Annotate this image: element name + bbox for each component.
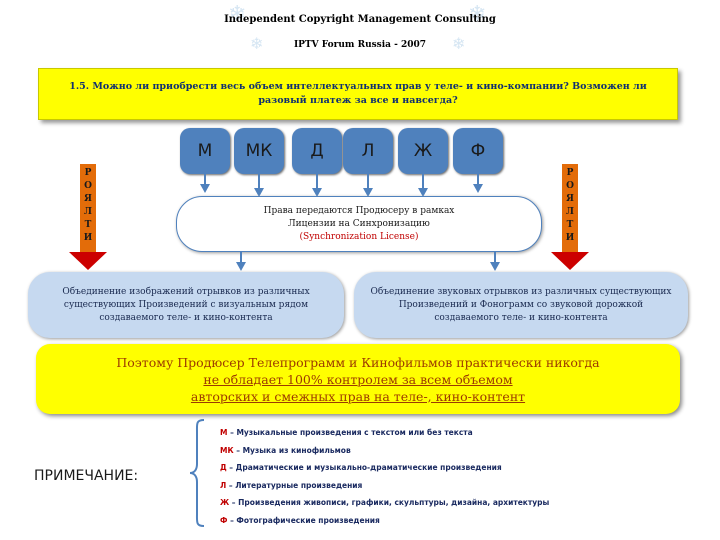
red-down-arrow-icon xyxy=(69,252,107,270)
category-box-d: Д xyxy=(292,128,342,174)
license-line: Права передаются Продюсеру в рамках xyxy=(263,205,455,216)
arrow-stem xyxy=(494,252,496,262)
legend-item: Ж – Произведения живописи, графики, скул… xyxy=(220,494,700,512)
down-arrow-icon xyxy=(363,188,373,197)
down-arrow-icon xyxy=(418,188,428,197)
question-box: 1.5. Можно ли приобрести весь объем инте… xyxy=(38,68,678,120)
category-box-zh: Ж xyxy=(398,128,448,174)
royalty-letter: Р xyxy=(566,168,574,178)
royalty-letter: Я xyxy=(566,194,574,204)
arrow-stem xyxy=(477,174,479,184)
category-box-f: Ф xyxy=(453,128,503,174)
legend-text: – Фотографические произведения xyxy=(227,515,380,525)
royalty-letter: Т xyxy=(566,220,574,230)
conclusion-line: Поэтому Продюсер Телепрограмм и Кинофиль… xyxy=(116,354,600,370)
arrow-stem xyxy=(204,174,206,184)
snowflake-decoration: ❄ xyxy=(228,2,247,27)
header-title: Independent Copyright Management Consult… xyxy=(224,14,496,25)
legend-text: – Драматические и музыкально-драматическ… xyxy=(226,463,502,472)
merge-sounds-box: Объединение звуковых отрывков из различн… xyxy=(354,272,688,338)
category-box-mk: МК xyxy=(234,128,284,174)
down-arrow-icon xyxy=(473,184,483,193)
down-arrow-icon xyxy=(312,188,322,197)
arrow-stem xyxy=(316,174,318,188)
down-arrow-icon xyxy=(200,184,210,193)
header-subtitle: IPTV Forum Russia - 2007 xyxy=(293,40,427,50)
conclusion-line: не обладает 100% контролем за всем объем… xyxy=(203,371,513,387)
legend-item: Ф – Фотографические произведения xyxy=(220,512,700,530)
legend-text: – Произведения живописи, графики, скульп… xyxy=(229,498,550,507)
down-arrow-icon xyxy=(236,262,246,271)
legend-key: Л xyxy=(220,480,227,490)
royalty-arrow-right: Р О Я Л Т И xyxy=(562,164,578,254)
license-box: Права передаются Продюсеру в рамках Лице… xyxy=(176,196,542,252)
royalty-letter: Л xyxy=(84,207,92,217)
conclusion-box: Поэтому Продюсер Телепрограмм и Кинофиль… xyxy=(36,344,680,414)
legend-item: Д – Драматические и музыкально-драматиче… xyxy=(220,459,700,477)
royalty-letter: О xyxy=(566,181,574,191)
legend-text: – Литературные произведения xyxy=(226,480,363,490)
down-arrow-icon xyxy=(490,262,500,271)
down-arrow-icon xyxy=(254,188,264,197)
category-box-l: Л xyxy=(343,128,393,174)
royalty-letter: О xyxy=(84,181,92,191)
curly-brace-icon xyxy=(189,419,205,527)
arrow-stem xyxy=(240,252,242,262)
royalty-letter: Я xyxy=(84,194,92,204)
legend-key: Ф xyxy=(220,515,228,525)
legend-key: Д xyxy=(220,463,227,472)
merge-images-box: Объединение изображений отрывков из разл… xyxy=(28,272,344,338)
legend-item: Л – Литературные произведения xyxy=(220,477,700,495)
legend-key: МК xyxy=(220,445,234,455)
legend-list: М – Музыкальные произведения с текстом и… xyxy=(220,424,700,529)
legend-text: – Музыкальные произведения с текстом или… xyxy=(227,428,473,437)
license-english-term: (Synchronization License) xyxy=(299,231,419,242)
legend-item: М – Музыкальные произведения с текстом и… xyxy=(220,424,700,442)
legend-key: М xyxy=(220,428,228,437)
arrow-stem xyxy=(422,174,424,188)
conclusion-line: авторских и смежных прав на теле-, кино-… xyxy=(190,388,526,404)
royalty-arrow-left: Р О Я Л Т И xyxy=(80,164,96,254)
arrow-stem xyxy=(258,174,260,188)
royalty-letter: И xyxy=(83,233,93,243)
legend-text: – Музыка из кинофильмов xyxy=(233,445,351,455)
snowflake-decoration: ❄ xyxy=(250,34,264,53)
license-line: Лицензии на Синхронизацию xyxy=(288,218,430,229)
royalty-letter: И xyxy=(565,233,575,243)
snowflake-decoration: ❄ xyxy=(452,34,466,53)
legend-item: МК – Музыка из кинофильмов xyxy=(220,442,700,460)
note-label: ПРИМЕЧАНИЕ: xyxy=(34,468,139,484)
royalty-letter: Т xyxy=(84,220,92,230)
legend-key: Ж xyxy=(220,498,230,507)
arrow-stem xyxy=(367,174,369,188)
category-box-m: М xyxy=(180,128,230,174)
royalty-letter: Р xyxy=(84,168,92,178)
royalty-letter: Л xyxy=(566,207,574,217)
snowflake-decoration: ❄ xyxy=(468,2,487,27)
red-down-arrow-icon xyxy=(551,252,589,270)
